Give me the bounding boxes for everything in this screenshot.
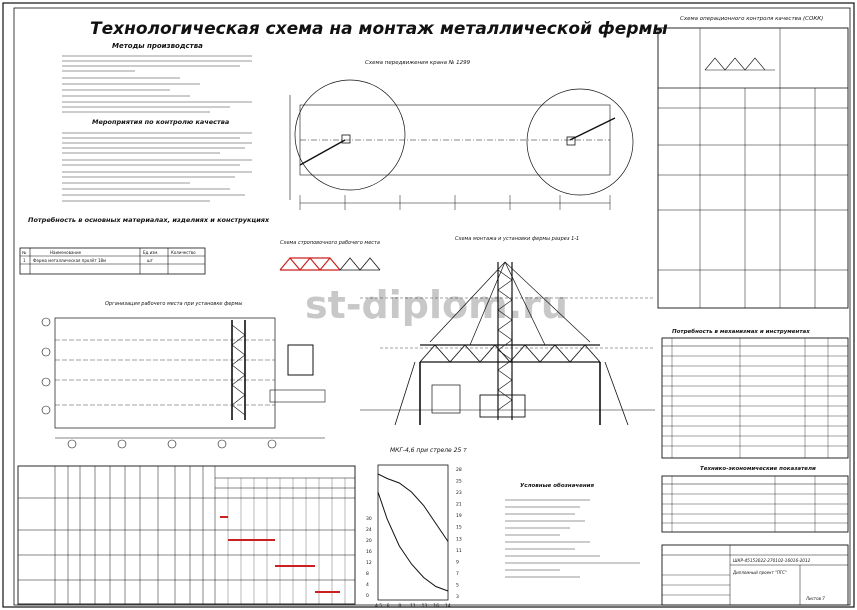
crane-chart-y-right-tick: 28 [456, 467, 462, 473]
materials-cell-2: Ферма металлическая пролёт 18м [33, 258, 106, 263]
crane-chart-y-left-tick: 4 [366, 582, 369, 588]
crane-chart-frame [377, 464, 449, 601]
materials-cell-3: шт [147, 258, 154, 263]
crane-chart-y-left-tick: 30 [366, 516, 372, 522]
materials-heading: Потребность в основных материалах, издел… [28, 216, 270, 224]
stamp-project: Дипломный проект "ПГС" [732, 570, 787, 575]
crane-chart-y-right-tick: 19 [456, 513, 462, 519]
crane-chart-y-right-tick: 11 [456, 548, 462, 554]
crane-paths-plan [289, 79, 634, 210]
crane-chart-y-right-tick: 21 [456, 502, 462, 508]
materials-header-4: Количество [171, 250, 196, 255]
materials-cell-1: 1 [23, 258, 26, 263]
crane-chart-y-left-tick: 12 [366, 560, 372, 566]
materials-header-1: № [22, 250, 26, 255]
crane-chart-x-tick: 14 [445, 603, 451, 609]
tools-table [661, 337, 849, 459]
tools-heading: Потребность в механизмах и инструментах [672, 328, 810, 335]
crane-paths-heading: Схема передвижения крана № 1299 [365, 60, 471, 66]
materials-header-2: Наименование [50, 250, 82, 255]
legend-lines [505, 499, 640, 578]
title-block: ШКР-45153022-270102-16016-2012 Дипломный… [661, 544, 849, 606]
crane-chart-y-right-tick: 25 [456, 479, 462, 485]
crane-chart-x-tick: 16 [433, 603, 439, 609]
stamp-sheets: Листов 7 [805, 596, 825, 601]
crane-chart-series-1 [377, 491, 449, 592]
tech-econ-heading: Технико-экономические показатели [700, 466, 816, 472]
materials-header-3: Ед.изм. [143, 250, 159, 255]
crane-chart-y-right-tick: 3 [456, 594, 459, 600]
crane-chart-y-left-tick: 16 [366, 549, 372, 555]
crane-chart-y-right-tick: 23 [456, 490, 462, 496]
crane-chart-y-right-tick: 9 [456, 559, 459, 565]
slinging-heading: Схема строповочного рабочего места [280, 240, 380, 246]
method-heading: Методы производства [112, 42, 203, 50]
crane-chart-y-right-tick: 13 [456, 536, 462, 542]
slinging-truss [279, 257, 381, 271]
operational-control-table [657, 27, 849, 309]
crane-chart-x-tick: 13 [422, 603, 428, 609]
plan-heading: Организация рабочего места при установке… [105, 301, 242, 307]
crane-chart-x-tick: 11 [410, 603, 416, 609]
crane-chart-y-left-tick: 24 [366, 527, 372, 533]
crane-load-chart: 4,5 6 8 11 13 16 14 28 25 23 21 19 15 13 11 9 7 5 3 30 24 20 1… [366, 464, 462, 609]
crane-chart-x-tick: 6 [387, 603, 390, 609]
drawing-title: Технологическая схема на монтаж металлич… [90, 19, 668, 39]
work-area-plan [41, 317, 326, 449]
legend-heading: Условные обозначения [520, 482, 594, 489]
watermark: st-diplom.ru [305, 283, 568, 327]
method-text-lines [62, 55, 252, 113]
stamp-code: ШКР-45153022-270102-16016-2012 [733, 558, 811, 563]
tech-econ-table [661, 475, 849, 533]
crane-chart-y-right-tick: 15 [456, 525, 462, 531]
section-heading: Схема монтажа и установки фермы разрез 1… [455, 236, 579, 242]
crane-chart-y-right-tick: 7 [456, 571, 459, 577]
quality-text-lines [62, 132, 252, 202]
crane-chart-x-tick: 8 [398, 603, 401, 609]
quality-heading: Мероприятия по контролю качества [92, 118, 229, 126]
truss-section [360, 261, 655, 426]
schedule-table [17, 465, 356, 605]
operational-heading: Схема операционного контроля качества (С… [680, 16, 823, 22]
materials-table: № Наименование Ед.изм. Количество 1 Ферм… [19, 247, 206, 275]
crane-chart-y-right-tick: 5 [456, 582, 459, 588]
crane-chart-title: МКГ-4,6 при стреле 25 т [390, 447, 467, 454]
crane-chart-y-left-tick: 8 [366, 571, 369, 577]
crane-chart-y-left-tick: 0 [366, 593, 369, 599]
inner-border [13, 7, 851, 606]
crane-chart-x-tick: 4,5 [375, 603, 382, 609]
crane-chart-y-left-tick: 20 [366, 538, 372, 544]
crane-chart-series-0 [377, 473, 449, 542]
